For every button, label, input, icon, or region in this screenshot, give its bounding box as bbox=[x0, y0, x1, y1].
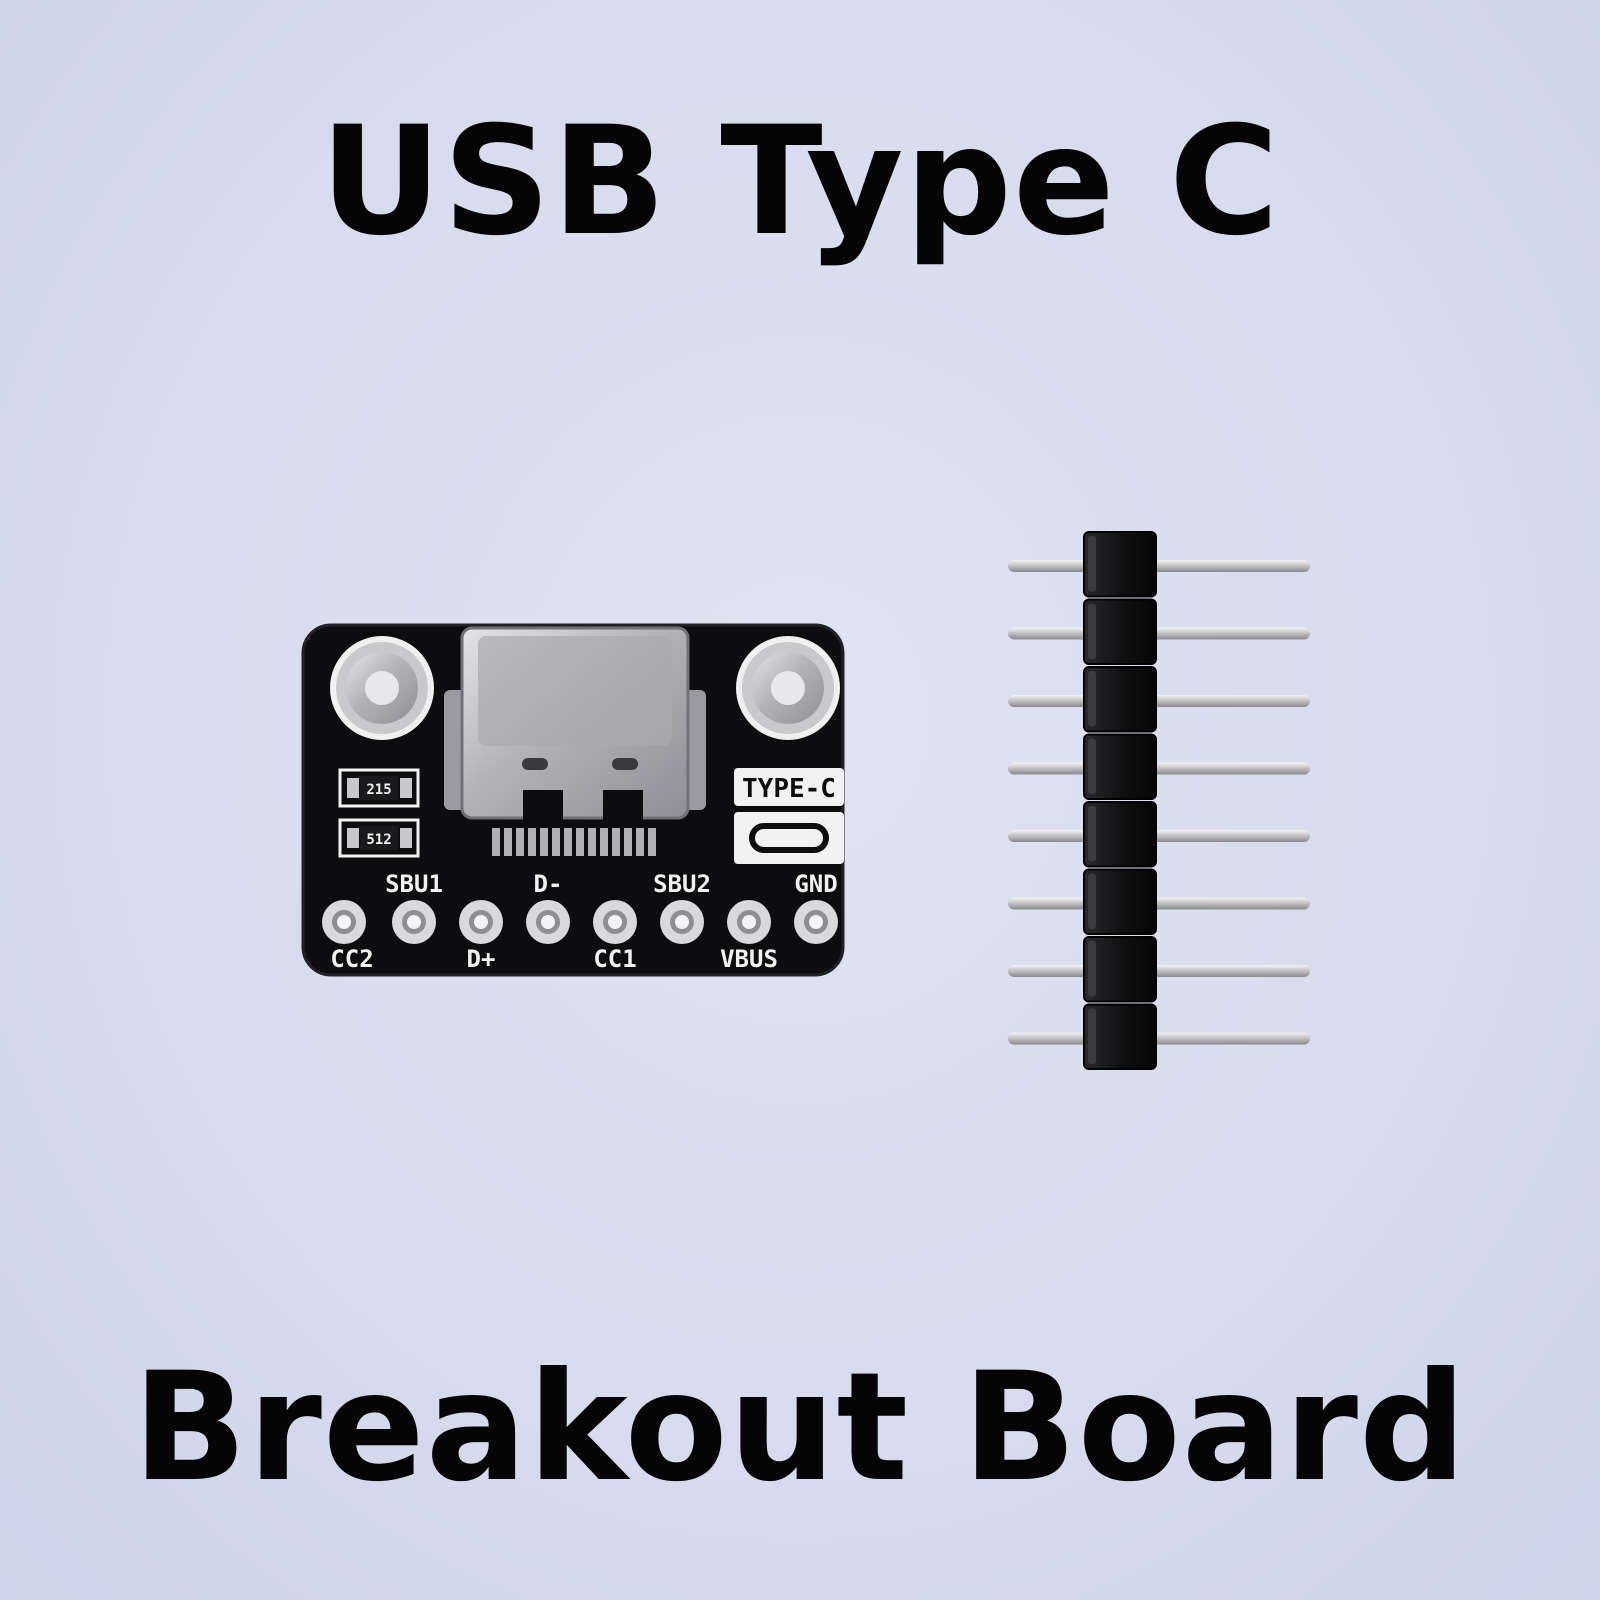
title-bottom: Breakout Board bbox=[132, 1341, 1468, 1515]
resistor-2: 512 bbox=[338, 818, 420, 858]
type-c-badge: TYPE-C bbox=[734, 768, 844, 864]
pad bbox=[660, 900, 704, 944]
resistor-2-label: 512 bbox=[366, 832, 391, 848]
pin-label-vbus: VBUS bbox=[720, 945, 778, 973]
pin-label-d-plus: D+ bbox=[467, 945, 496, 973]
pin-label-sbu2: SBU2 bbox=[653, 870, 711, 898]
header-pin bbox=[1008, 598, 1310, 665]
usb-c-port-icon bbox=[749, 823, 829, 853]
usb-c-smd-pins bbox=[492, 828, 656, 856]
pin-label-cc1: CC1 bbox=[593, 945, 636, 973]
pcb-pads bbox=[322, 900, 838, 944]
pin-header bbox=[1008, 531, 1310, 1070]
header-pin bbox=[1008, 733, 1310, 800]
mounting-hole-right bbox=[736, 636, 840, 740]
resistor-1: 215 bbox=[338, 768, 420, 808]
header-pin bbox=[1008, 868, 1310, 935]
header-pin bbox=[1008, 531, 1310, 598]
pad bbox=[526, 900, 570, 944]
header-pin bbox=[1008, 801, 1310, 868]
title-top: USB Type C bbox=[319, 95, 1281, 269]
mounting-hole-left bbox=[330, 636, 434, 740]
header-pin bbox=[1008, 936, 1310, 1003]
header-pin bbox=[1008, 666, 1310, 733]
pad bbox=[727, 900, 771, 944]
pad bbox=[593, 900, 637, 944]
pad bbox=[794, 900, 838, 944]
pad bbox=[392, 900, 436, 944]
breakout-board: TYPE-C 215 512 SBU1 D- SBU2 GND bbox=[301, 623, 845, 977]
resistor-1-label: 215 bbox=[366, 782, 391, 798]
pad bbox=[322, 900, 366, 944]
pin-label-gnd: GND bbox=[794, 870, 837, 898]
usb-c-connector bbox=[444, 626, 706, 856]
pin-label-d-minus: D- bbox=[534, 870, 563, 898]
pin-label-sbu1: SBU1 bbox=[385, 870, 443, 898]
header-pin bbox=[1008, 1003, 1310, 1070]
type-c-label: TYPE-C bbox=[742, 774, 836, 804]
pin-label-cc2: CC2 bbox=[330, 945, 373, 973]
pad bbox=[459, 900, 503, 944]
